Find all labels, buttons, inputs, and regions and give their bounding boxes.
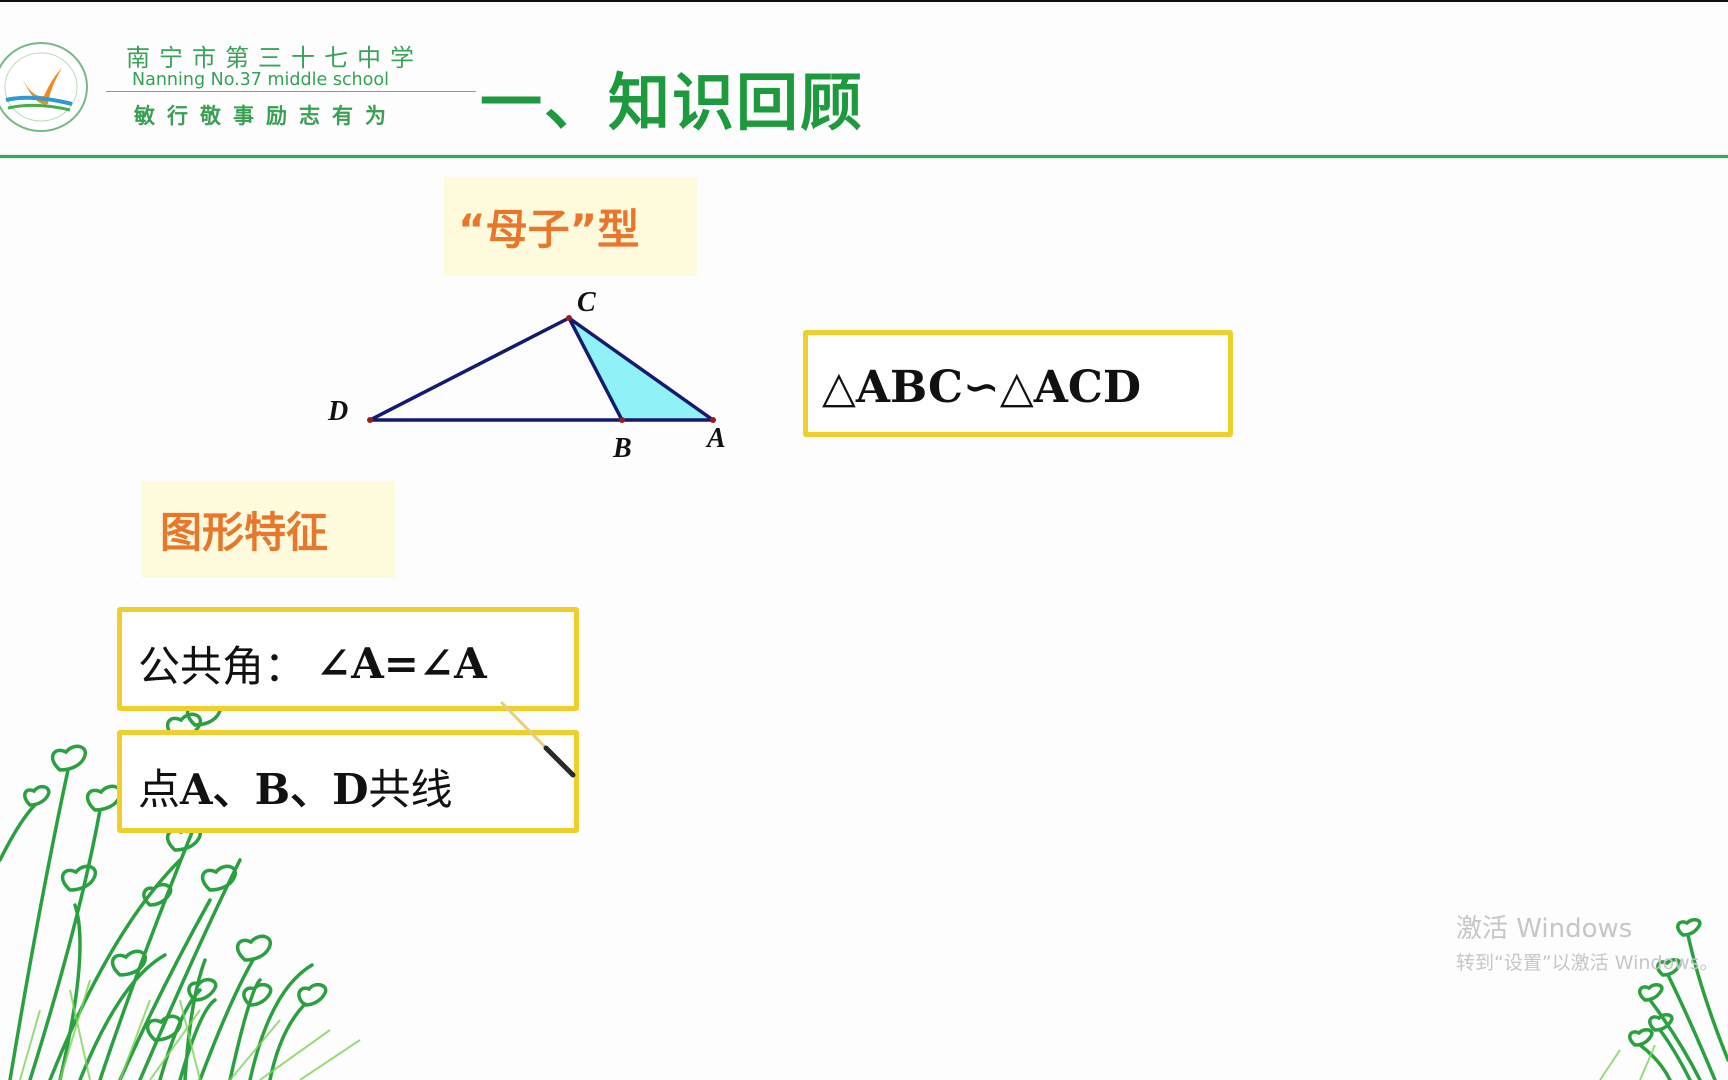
collinear-suffix: 共线 [368,765,453,814]
header-divider [0,155,1728,158]
collinear-box: 点 A、B、D 共线 [117,730,579,833]
school-logo [0,42,88,132]
school-name-en: Nanning No.37 middle school [132,70,389,90]
point-d [367,417,373,423]
common-angle-prefix: 公共角： [138,641,307,691]
collinear-points: A、B、D [180,765,369,814]
point-c [566,315,572,321]
activation-watermark-title: 激活 Windows [1456,914,1633,944]
segment-dc [368,316,571,422]
similarity-statement: △ABC∽△ACD [822,362,1142,413]
common-angle-box: 公共角： ∠A=∠A [117,607,579,711]
segment-cb [567,316,624,422]
label-c: C [577,287,596,318]
segment-ca [567,316,715,422]
collinear-prefix: 点 [138,765,181,814]
label-b: B [612,433,632,464]
features-heading: 图形特征 [160,508,329,557]
label-d: D [327,396,348,427]
figure-type-label: “母子”型 [458,205,640,254]
school-name-rule [106,91,476,92]
label-a: A [705,423,726,454]
slide-title: 一、知识回顾 [480,66,865,139]
point-a [710,417,716,423]
similarity-box: △ABC∽△ACD [803,330,1233,437]
features-heading-tag: 图形特征 [142,481,395,578]
school-name-cn: 南宁市第三十七中学 [126,44,423,72]
point-b [619,417,625,423]
figure-type-tag: “母子”型 [444,177,697,276]
school-motto: 敏行敬事励志有为 [134,103,398,128]
common-angle-expr: ∠A=∠A [316,638,487,688]
activation-watermark-hint: 转到“设置”以激活 Windows。 [1456,952,1719,974]
top-edge-strip [0,0,1728,2]
